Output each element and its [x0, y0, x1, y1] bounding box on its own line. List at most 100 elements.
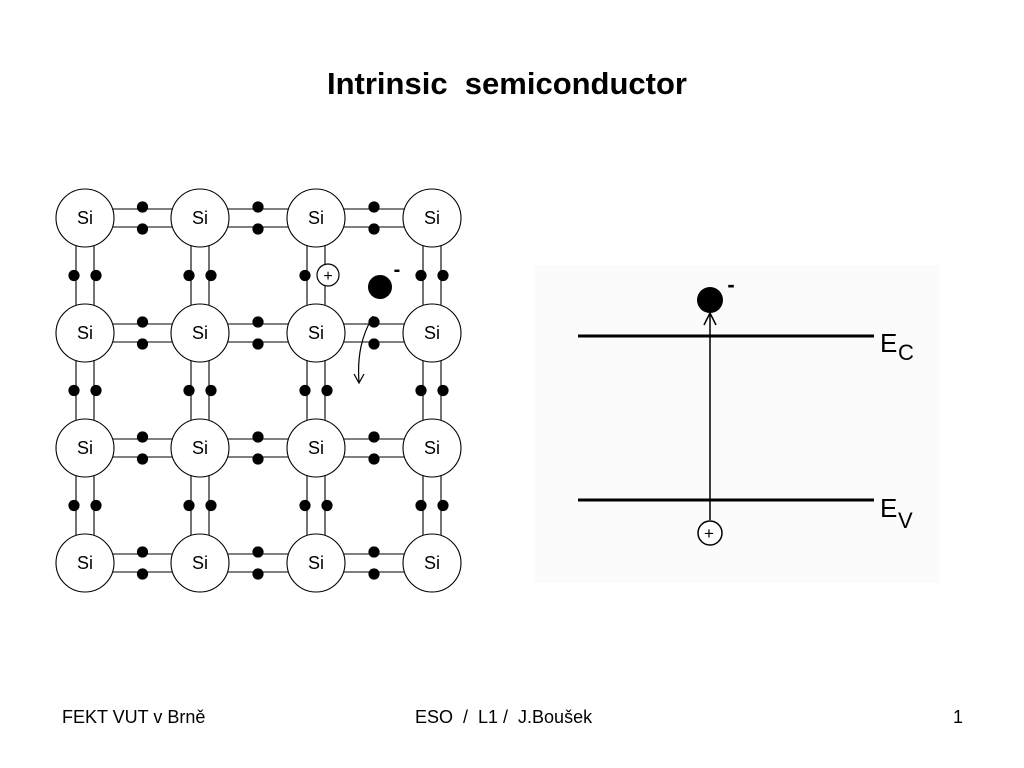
si-atom: Si: [55, 533, 115, 593]
bond-electron: [136, 316, 149, 328]
bond-electron: [415, 499, 427, 512]
bond-electron: [136, 223, 149, 235]
lattice-free-electron: -: [368, 259, 400, 299]
si-atom-label: Si: [308, 438, 324, 458]
conduction-band-label-subscript: C: [898, 340, 914, 365]
bond-electron: [183, 499, 195, 512]
si-atom: Si: [402, 418, 462, 478]
si-atom-label: Si: [308, 553, 324, 573]
footer-institution: FEKT VUT v Brně: [62, 707, 206, 727]
band-diagram-background: [535, 265, 940, 583]
si-atom-label: Si: [308, 208, 324, 228]
bond-electron: [136, 568, 149, 580]
bond-electron: [136, 546, 149, 558]
si-atom: Si: [286, 303, 346, 363]
si-atom-label: Si: [424, 438, 440, 458]
bond-electron: [368, 568, 380, 580]
si-atom-label: Si: [308, 323, 324, 343]
bond-electron: [437, 269, 449, 282]
bond-electron: [368, 431, 380, 443]
si-atom-label: Si: [192, 438, 208, 458]
bond-electron: [252, 316, 264, 328]
lattice-electron-path-arrow: [357, 315, 374, 383]
lattice-hole: +: [316, 263, 340, 287]
si-atom: Si: [55, 418, 115, 478]
bond-electron: [136, 431, 149, 443]
valence-band-label-letter: E: [880, 493, 897, 523]
si-atom-label: Si: [424, 323, 440, 343]
si-atom: Si: [286, 418, 346, 478]
bond-electron: [368, 223, 380, 235]
si-atom-label: Si: [77, 208, 93, 228]
si-atom: Si: [170, 303, 230, 363]
bond-electron: [415, 384, 427, 397]
si-atom-label: Si: [192, 553, 208, 573]
si-atom-label: Si: [77, 553, 93, 573]
bond-electron: [368, 201, 380, 213]
bond-electron: [183, 384, 195, 397]
bond-electron: [205, 269, 217, 282]
footer-course: ESO / L1 / J.Boušek: [415, 707, 593, 727]
si-atom-label: Si: [192, 323, 208, 343]
si-atom: Si: [402, 303, 462, 363]
bond-electron: [252, 431, 264, 443]
lattice-free-electron-symbol: -: [394, 259, 401, 281]
band-electron-symbol: -: [727, 272, 734, 297]
bond-electron: [252, 338, 264, 350]
bond-electron: [368, 546, 380, 558]
bond-electron: [368, 453, 380, 465]
si-atom: Si: [402, 188, 462, 248]
bond-electron: [183, 269, 195, 282]
bond-electron: [299, 384, 311, 397]
si-atom-label: Si: [77, 438, 93, 458]
bond-electron: [437, 384, 449, 397]
bond-electron: [252, 453, 264, 465]
bond-electron: [90, 384, 102, 397]
valence-band-label-subscript: V: [898, 508, 913, 533]
bond-electron: [437, 499, 449, 512]
bond-electron: [321, 499, 333, 512]
bond-electron: [368, 338, 380, 350]
bond-electron: [252, 568, 264, 580]
bond-electron: [90, 269, 102, 282]
bond-electron: [136, 453, 149, 465]
si-atom: Si: [286, 533, 346, 593]
bond-electron: [136, 201, 149, 213]
lattice-arrowhead: [353, 373, 365, 385]
bond-electron: [68, 499, 80, 512]
si-atom: Si: [286, 188, 346, 248]
lattice-bond-electrons: [68, 201, 449, 580]
conduction-band-label-letter: E: [880, 328, 897, 358]
bond-electron: [136, 338, 149, 350]
si-atom-label: Si: [192, 208, 208, 228]
bond-electron: [321, 384, 333, 397]
bond-electron: [415, 269, 427, 282]
si-atom: Si: [55, 303, 115, 363]
bond-electron: [252, 201, 264, 213]
bond-electron: [90, 499, 102, 512]
si-atom-label: Si: [77, 323, 93, 343]
bond-electron: [205, 384, 217, 397]
band-hole: [697, 520, 723, 546]
band-diagram: E C E V - +: [535, 265, 940, 583]
bond-electron: [205, 499, 217, 512]
bond-electron: [68, 269, 80, 282]
band-hole-symbol: +: [704, 524, 714, 543]
bond-electron: [252, 546, 264, 558]
si-atom-label: Si: [424, 553, 440, 573]
bond-electron: [299, 269, 311, 282]
si-atom: Si: [170, 533, 230, 593]
si-atom-label: Si: [424, 208, 440, 228]
bond-electron: [252, 223, 264, 235]
si-atom: Si: [170, 418, 230, 478]
footer-page-number: 1: [953, 707, 964, 727]
si-atom: Si: [170, 188, 230, 248]
slide-title: Intrinsic semiconductor: [326, 66, 687, 101]
si-atom: Si: [402, 533, 462, 593]
lattice-hole-symbol: +: [323, 268, 332, 285]
si-atom: Si: [55, 188, 115, 248]
bond-electron: [299, 499, 311, 512]
band-electron: [697, 287, 723, 313]
